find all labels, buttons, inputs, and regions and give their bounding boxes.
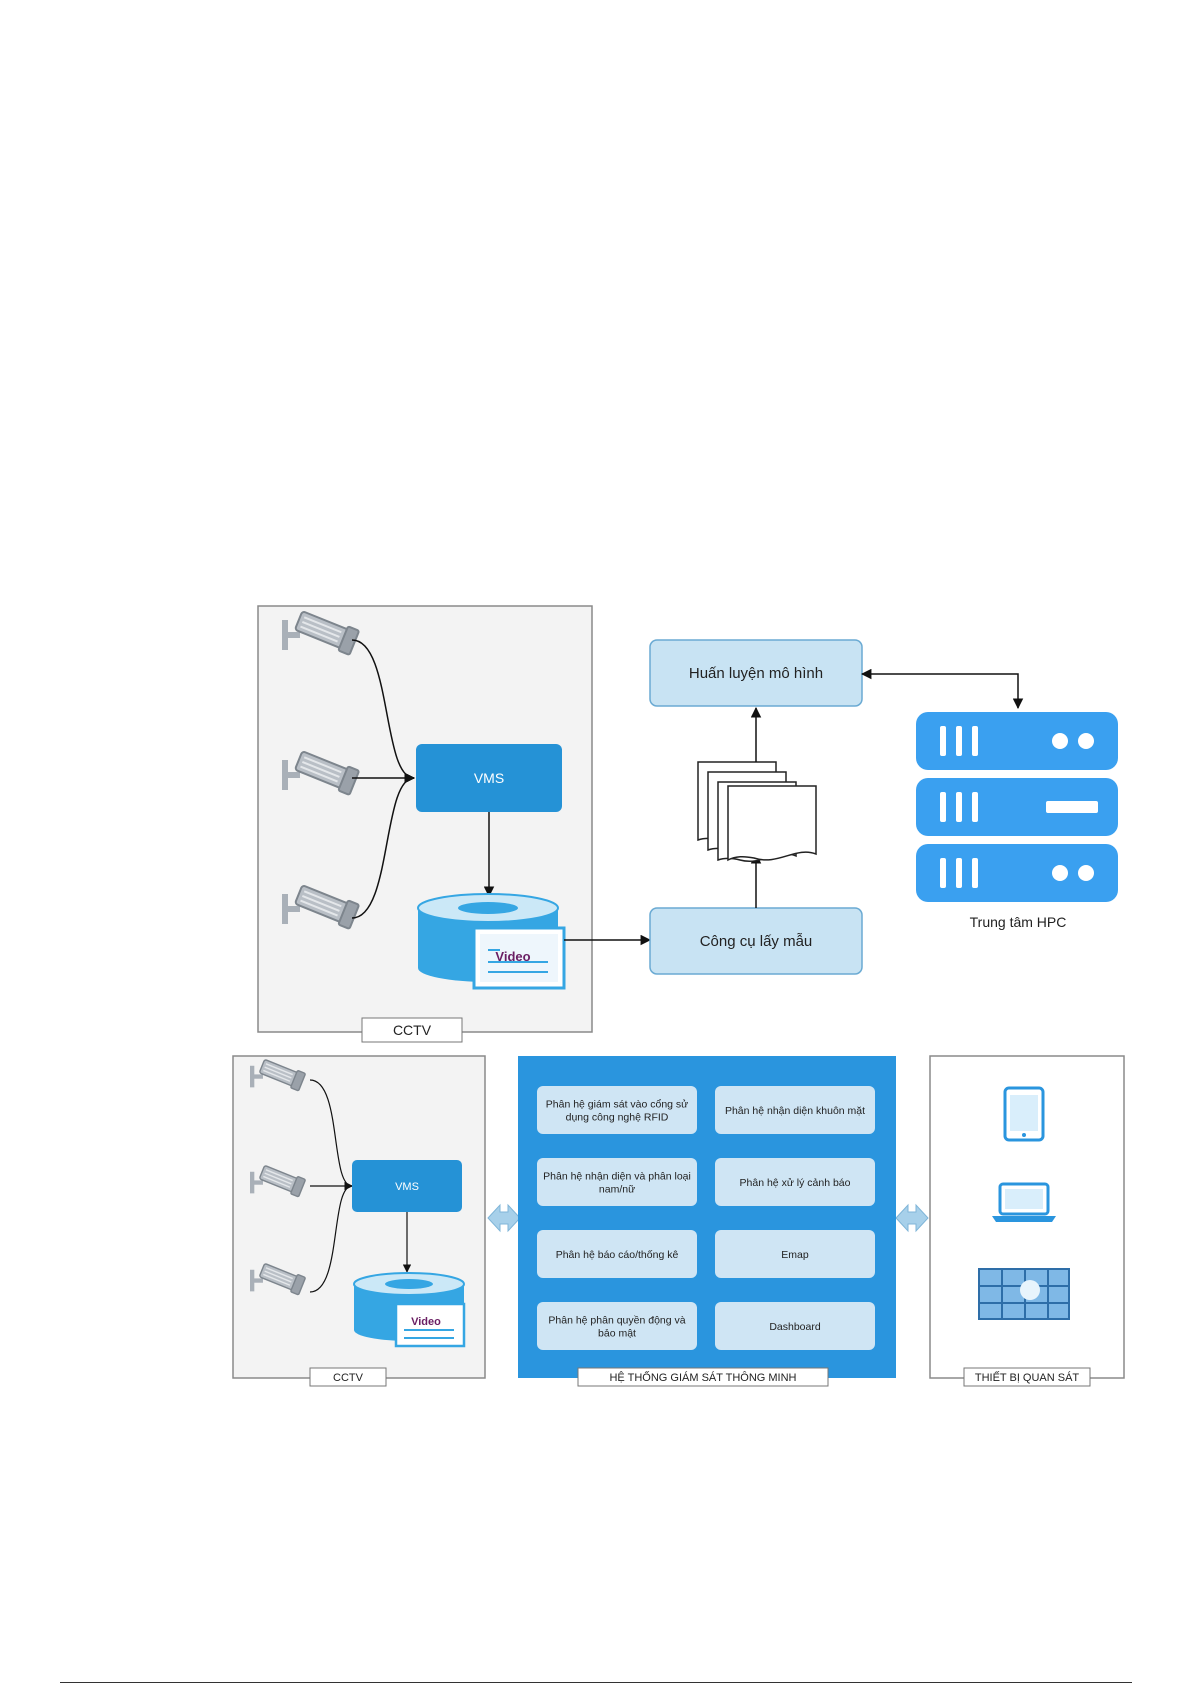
video-wall-icon — [978, 1268, 1070, 1320]
camera-to-vms-connector — [309, 1181, 353, 1293]
training-hpc-connector — [860, 668, 1024, 710]
module-label: dụng công nghệ RFID — [566, 1112, 669, 1124]
system-label: HỆ THỐNG GIÁM SÁT THÔNG MINH — [609, 1370, 796, 1384]
bottom-cctv-label-box — [309, 1367, 387, 1387]
video-document-icon — [394, 1302, 466, 1348]
bottom-vms-label: VMS — [395, 1181, 419, 1193]
top-diagram: CCTV VMS Video Công cụ lấy mẫu — [257, 605, 1118, 1043]
vms-box — [416, 744, 562, 812]
module-box — [715, 1086, 875, 1134]
module-label: Dashboard — [769, 1321, 821, 1333]
module-label: Phân hệ báo cáo/thống kê — [556, 1249, 679, 1261]
top-cctv-label-box — [361, 1017, 463, 1043]
camera-to-vms-connector — [351, 639, 416, 784]
devices-label: THIẾT BỊ QUAN SÁT — [975, 1371, 1080, 1384]
page-footer-rule — [60, 1682, 1132, 1683]
bottom-vms-box — [352, 1160, 462, 1212]
video-label: Video — [495, 949, 530, 964]
double-arrow-icon — [895, 1203, 929, 1233]
double-arrow-icon — [487, 1203, 521, 1233]
sampling-tool-label: Công cụ lấy mẫu — [700, 933, 813, 950]
module-box — [537, 1086, 697, 1134]
camera-to-vms-connector — [309, 1079, 353, 1191]
document-stack-icon — [697, 761, 817, 862]
bottom-video-label: Video — [411, 1316, 441, 1328]
laptop-icon — [992, 1182, 1056, 1222]
module-box — [537, 1158, 697, 1206]
module-label: nam/nữ — [599, 1184, 635, 1196]
training-label: Huấn luyện mô hình — [689, 665, 823, 682]
devices-label-box — [963, 1367, 1091, 1387]
module-label: Phân hệ nhận diện và phân loại — [543, 1171, 691, 1183]
camera-to-vms-connector — [351, 772, 416, 919]
top-cctv-label: CCTV — [393, 1022, 432, 1038]
bottom-diagram: CCTV VMS Video HỆ THỐNG G — [232, 1055, 1125, 1387]
tablet-icon — [1003, 1086, 1045, 1142]
video-document-icon — [472, 926, 566, 990]
module-label: Emap — [781, 1249, 809, 1261]
hpc-label: Trung tâm HPC — [970, 914, 1067, 930]
module-label: Phân hệ phân quyền động và — [548, 1315, 685, 1327]
vms-label: VMS — [474, 770, 504, 786]
module-box — [715, 1302, 875, 1350]
bottom-cctv-label: CCTV — [333, 1372, 364, 1384]
module-box — [537, 1302, 697, 1350]
module-label: bảo mật — [598, 1328, 636, 1340]
system-label-box — [577, 1367, 829, 1387]
server-rack-icon — [916, 712, 1118, 902]
module-label: Phân hệ xử lý cảnh báo — [740, 1177, 851, 1189]
module-box — [715, 1230, 875, 1278]
module-label: Phân hệ nhận diện khuôn mặt — [725, 1105, 865, 1117]
module-box — [537, 1230, 697, 1278]
module-box — [715, 1158, 875, 1206]
module-label: Phân hệ giám sát vào cổng sử — [546, 1099, 688, 1111]
